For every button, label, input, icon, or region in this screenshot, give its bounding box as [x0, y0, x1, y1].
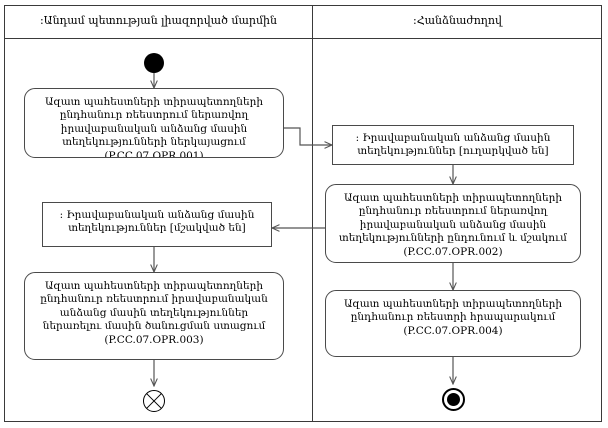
- signal-node-information-processed[interactable]: : Իրավաբանական անձանց մասին տեղեկություն…: [42, 202, 272, 247]
- activity-node-opr-001[interactable]: Ազատ պահեստների տիրապետողների ընդհանուր …: [24, 88, 284, 158]
- flow-final-node: [143, 390, 165, 412]
- initial-node: [144, 53, 164, 73]
- swimlane-title-member-state: :Անդամ պետության լիազորված մարմին: [39, 14, 278, 27]
- signal-node-information-sent[interactable]: : Իրավաբանական անձանց մասին տեղեկություն…: [332, 125, 574, 165]
- swimlane-vertical-divider: [312, 5, 313, 422]
- activity-node-opr-002[interactable]: Ազատ պահեստների տիրապետողների ընդհանուր …: [325, 184, 581, 263]
- activity-node-opr-003[interactable]: Ազատ պահեստների տիրապետողների ընդհանուր …: [24, 272, 284, 360]
- swimlane-title-commission: :Հանձնաժողով: [413, 14, 502, 27]
- activity-node-opr-004[interactable]: Ազատ պահեստների տիրապետողների ընդհանուր …: [325, 290, 581, 357]
- swimlane-header-divider: [4, 38, 602, 39]
- activity-final-node: [442, 388, 465, 411]
